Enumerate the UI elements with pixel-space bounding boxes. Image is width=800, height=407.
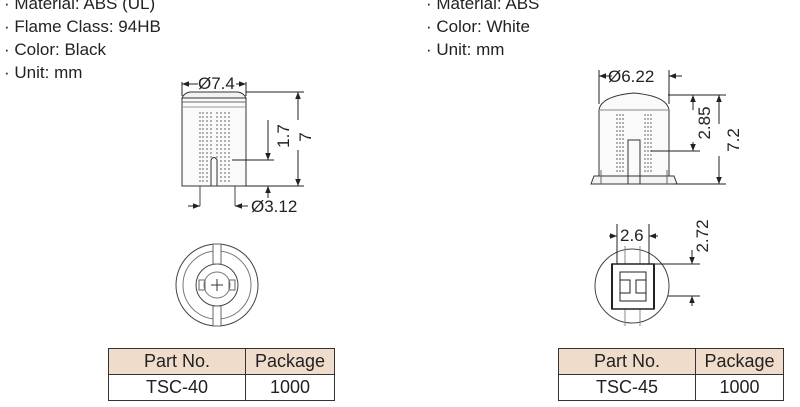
cell-part-no: TSC-45 [558, 374, 696, 401]
header-package: Package [695, 348, 784, 375]
spec-color: Color: Black [4, 38, 161, 61]
spec-unit: Unit: mm [4, 61, 161, 84]
dim-bore-diameter: Ø3.12 [251, 197, 297, 216]
cell-part-no: TSC-40 [108, 374, 246, 401]
dim-top-diameter: Ø6.22 [608, 67, 654, 86]
tsc45-bottom-dimensions [609, 224, 700, 306]
dim-slot-height: 2.72 [693, 219, 712, 252]
spec-unit: Unit: mm [426, 38, 539, 61]
table-row: TSC-45 1000 [558, 374, 784, 401]
dim-top-diameter: Ø7.4 [198, 74, 235, 93]
header-part-no: Part No. [558, 348, 696, 375]
specs-list-left: Material: ABS (UL) Flame Class: 94HB Col… [4, 0, 161, 84]
tsc40-side-view [181, 91, 247, 206]
dim-slot-depth: 1.7 [274, 124, 293, 148]
specs-list-right: Material: ABS Color: White Unit: mm [426, 0, 539, 61]
part-table-tsc45: Part No. Package TSC-45 1000 [558, 348, 784, 401]
table-row: TSC-40 1000 [108, 374, 335, 401]
table-header-row: Part No. Package [558, 348, 784, 375]
dim-slot-width: 2.6 [620, 226, 644, 245]
dim-height: 7.2 [724, 128, 743, 152]
spec-material: Material: ABS [426, 0, 539, 15]
tsc45-dimensions [598, 70, 726, 185]
header-part-no: Part No. [108, 348, 246, 375]
tsc40-bottom-view [175, 243, 259, 327]
cell-package: 1000 [245, 374, 335, 401]
spec-flame-class: Flame Class: 94HB [4, 15, 160, 38]
tsc45-side-view [590, 92, 678, 185]
header-package: Package [245, 348, 335, 375]
cell-package: 1000 [695, 374, 784, 401]
tsc40-dimensions [181, 81, 304, 209]
spec-color: Color: White [426, 15, 539, 38]
spec-material: Material: ABS (UL) [4, 0, 161, 15]
tsc45-bottom-view [594, 246, 670, 326]
dim-inner-height: 2.85 [695, 106, 714, 139]
table-header-row: Part No. Package [108, 348, 335, 375]
part-table-tsc40: Part No. Package TSC-40 1000 [108, 348, 335, 401]
dim-height: 7 [296, 132, 315, 141]
